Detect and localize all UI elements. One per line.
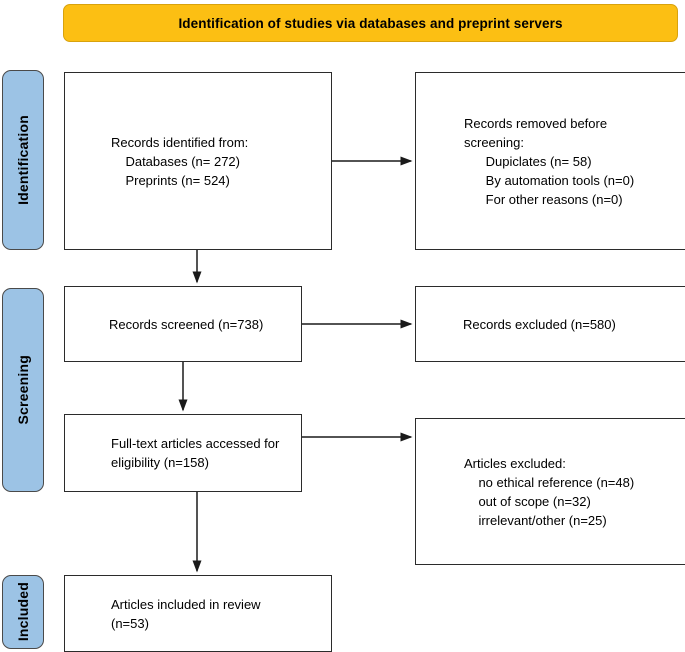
stage-tab-screening: Screening <box>2 288 44 492</box>
box-records-screened-text: Records screened (n=738) <box>109 316 264 332</box>
stage-tab-included: Included <box>2 575 44 649</box>
stage-tab-screening-label: Screening <box>15 355 31 425</box>
header-title: Identification of studies via databases … <box>178 15 563 31</box>
box-records-excluded: Records excluded (n=580) <box>415 286 685 362</box>
box-records-identified: Records identified from: Databases (n= 2… <box>64 72 332 250</box>
box-articles-included: Articles included in review (n=53) <box>64 575 332 652</box>
stage-tab-included-label: Included <box>15 582 31 642</box>
box-articles-excluded-text: Articles excluded: no ethical reference … <box>464 455 635 528</box>
box-records-excluded-text: Records excluded (n=580) <box>463 316 616 332</box>
box-fulltext-articles-text: Full-text articles accessed for eligibil… <box>111 436 280 470</box>
box-articles-excluded: Articles excluded: no ethical reference … <box>415 418 685 565</box>
box-articles-included-text: Articles included in review (n=53) <box>111 596 261 631</box>
header-banner: Identification of studies via databases … <box>63 4 678 42</box>
box-records-removed-text: Records removed before screening: Dupicl… <box>464 115 635 207</box>
box-fulltext-articles: Full-text articles accessed for eligibil… <box>64 414 302 492</box>
box-records-identified-text: Records identified from: Databases (n= 2… <box>111 134 249 188</box>
stage-tab-identification: Identification <box>2 70 44 250</box>
box-records-removed: Records removed before screening: Dupicl… <box>415 72 685 250</box>
box-records-screened: Records screened (n=738) <box>64 286 302 362</box>
stage-tab-identification-label: Identification <box>15 115 31 205</box>
